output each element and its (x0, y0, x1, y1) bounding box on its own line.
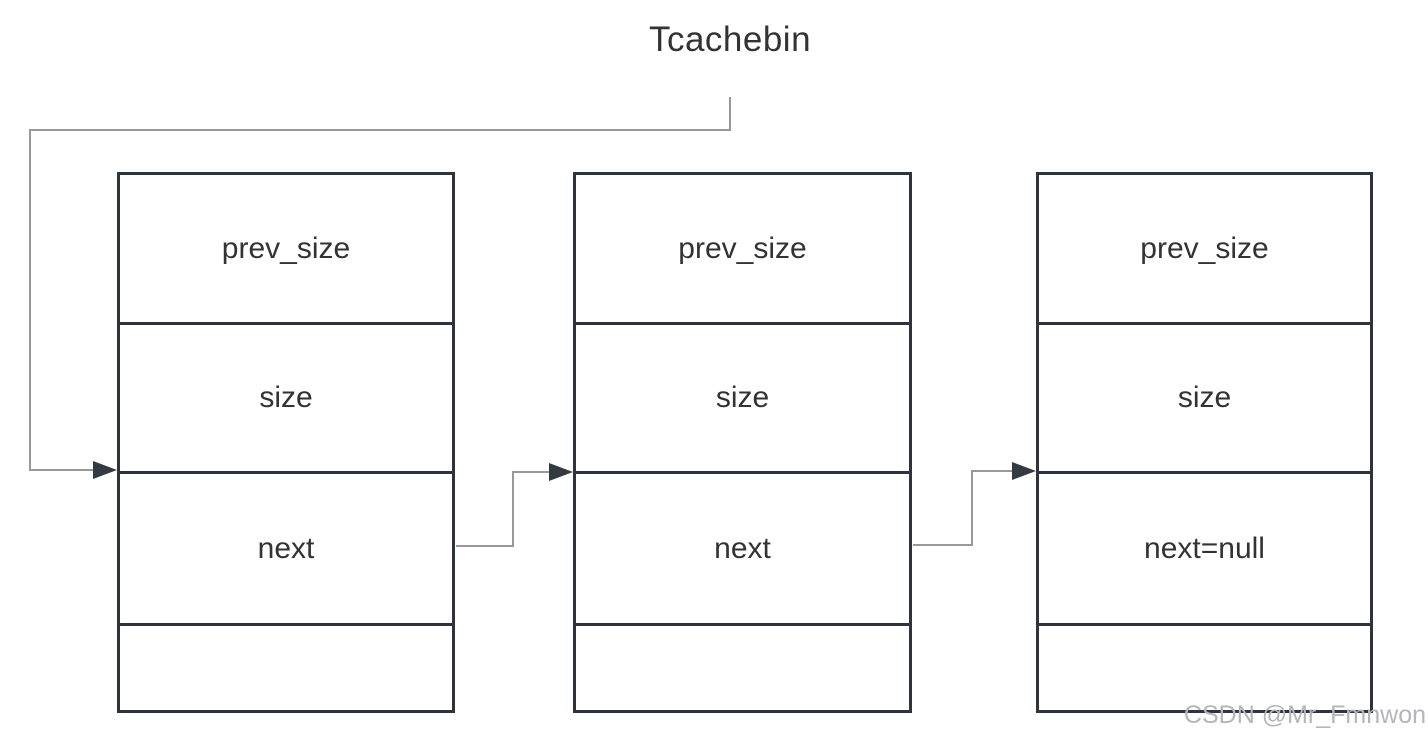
field-data (1039, 623, 1370, 710)
chunk-node-1: prev_size size next (117, 172, 455, 713)
diagram-title: Tcachebin (648, 20, 812, 59)
field-prev-size: prev_size (1140, 231, 1269, 265)
field-next: next (120, 471, 452, 623)
next-pointer-connector-1 (456, 471, 550, 547)
chunk-node-3: prev_size size next=null (1036, 172, 1373, 713)
field-next-null: next=null (1039, 471, 1370, 623)
csdn-watermark: CSDN @Mr_Fmnwon (1183, 701, 1426, 729)
arrowhead-icon (93, 461, 117, 479)
field-size: size (1039, 322, 1370, 471)
field-size: size (120, 322, 452, 471)
field-size: size (576, 322, 909, 471)
field-prev-size: prev_size (678, 231, 807, 265)
next-pointer-connector-2 (913, 470, 1013, 546)
field-data (120, 623, 452, 710)
arrowhead-icon (549, 463, 573, 481)
field-data (576, 623, 909, 710)
field-next: next (576, 471, 909, 623)
chunk-node-2: prev_size size next (573, 172, 912, 713)
field-prev-size: prev_size (221, 231, 351, 265)
arrowhead-icon (1012, 462, 1036, 480)
